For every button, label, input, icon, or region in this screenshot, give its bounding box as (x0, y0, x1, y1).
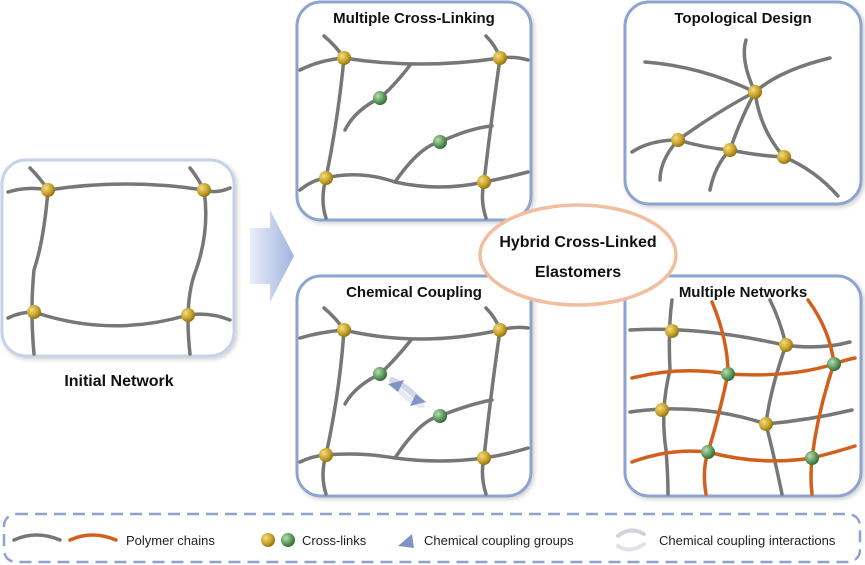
cross-link-node-green (433, 135, 447, 149)
coupling-interaction-icon (388, 377, 426, 409)
cross-link-nodes (319, 51, 507, 189)
cross-link-node (748, 85, 762, 99)
coupling-group-icon (388, 380, 404, 392)
multiple-cross-linking-panel: Multiple Cross-Linking (295, 0, 533, 222)
cross-link-node (777, 150, 791, 164)
cross-link-node-green (433, 409, 447, 423)
cross-link-nodes (319, 323, 507, 465)
chemical-coupling-title: Chemical Coupling (346, 284, 482, 301)
cross-link-node (723, 143, 737, 157)
green-node-swatch (281, 533, 295, 547)
legend-coupling-groups: Chemical coupling groups (424, 533, 574, 548)
cross-link-node (493, 51, 507, 65)
cross-link-node (779, 338, 793, 352)
orange-chains (630, 298, 857, 496)
chemical-coupling-panel: Chemical Coupling (295, 274, 533, 498)
cross-link-nodes (655, 324, 841, 465)
cross-link-node (337, 323, 351, 337)
cross-link-nodes (27, 183, 211, 322)
coupling-group-icon (398, 534, 414, 548)
cross-link-node (197, 183, 211, 197)
center-title-line2: Elastomers (535, 264, 621, 281)
cross-link-node (671, 133, 685, 147)
coupling-group-icon (410, 394, 426, 406)
multiple-networks-title: Multiple Networks (679, 284, 807, 301)
cross-link-node (477, 175, 491, 189)
cross-link-node (319, 171, 333, 185)
cross-link-node (27, 305, 41, 319)
cross-link-node (41, 183, 55, 197)
multiple-networks-panel: Multiple Networks (623, 274, 863, 498)
cross-link-node (319, 448, 333, 462)
right-arrow-icon (250, 210, 294, 302)
cross-link-node (493, 323, 507, 337)
legend: Polymer chains Cross-links Chemical coup… (2, 512, 862, 564)
legend-coupling-interactions: Chemical coupling interactions (659, 533, 836, 548)
cross-link-node (477, 451, 491, 465)
gold-node-swatch (261, 533, 275, 547)
topological-design-panel: Topological Design (623, 0, 863, 206)
center-title-line1: Hybrid Cross-Linked (499, 234, 656, 251)
legend-cross-links: Cross-links (302, 533, 367, 548)
cross-link-node-green (721, 367, 735, 381)
coupling-interaction-icon (616, 528, 646, 552)
initial-network-title: Initial Network (64, 373, 173, 390)
cross-link-node (337, 51, 351, 65)
cross-link-node (759, 417, 773, 431)
cross-link-node (655, 403, 669, 417)
cross-link-node (665, 324, 679, 338)
cross-link-nodes (671, 85, 791, 164)
cross-link-node (181, 308, 195, 322)
cross-link-node-green (373, 367, 387, 381)
center-label: Hybrid Cross-Linked Elastomers (478, 203, 678, 307)
cross-link-node-green (373, 91, 387, 105)
cross-link-node-green (827, 357, 841, 371)
orange-chain-swatch (68, 533, 118, 542)
cross-link-node-green (805, 451, 819, 465)
topological-design-title: Topological Design (674, 10, 811, 27)
multiple-cross-linking-title: Multiple Cross-Linking (333, 10, 495, 27)
legend-polymer-chains: Polymer chains (126, 533, 215, 548)
gray-chain-swatch (12, 533, 62, 542)
cross-link-node-green (701, 445, 715, 459)
initial-network-panel: Initial Network (0, 158, 236, 390)
